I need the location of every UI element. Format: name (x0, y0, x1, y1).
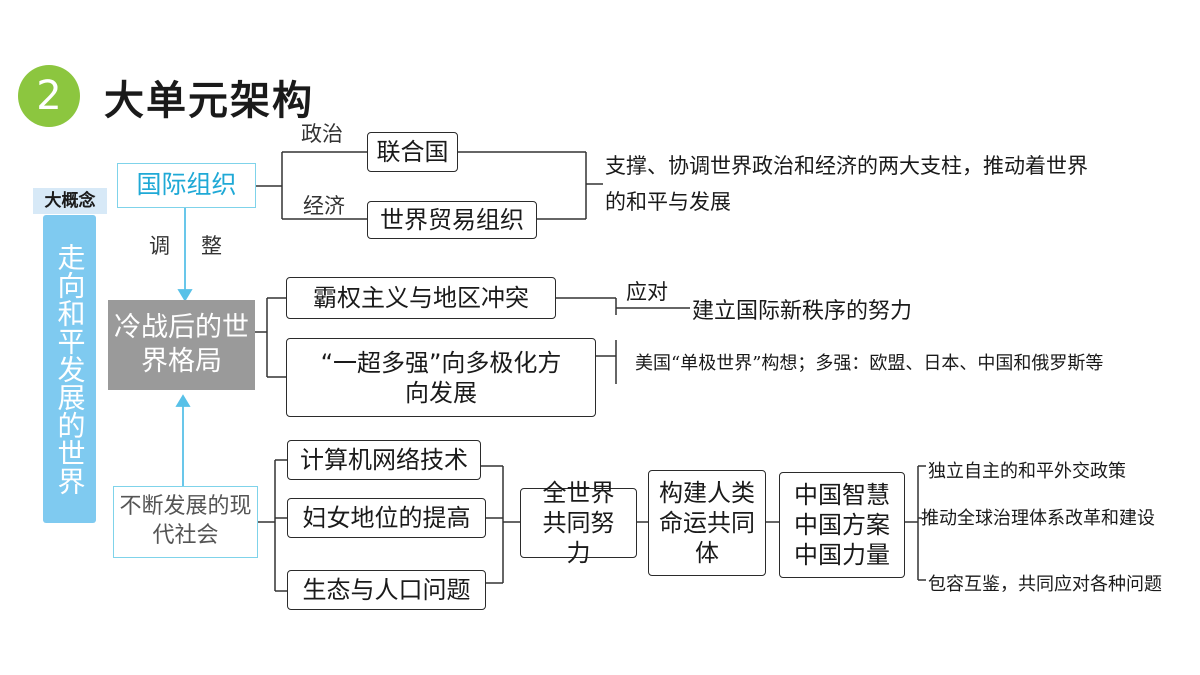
china-note-2: 推动全球治理体系改革和建设 (921, 508, 1155, 529)
response-label: 应对 (626, 280, 668, 304)
community-box: 构建人类命运共同体 (648, 470, 766, 576)
joint-effort-box: 全世界共同努力 (520, 479, 637, 567)
china-box: 中国智慧 中国方案 中国力量 (779, 472, 905, 578)
concept-body: 走向和平发展的世界 (43, 215, 96, 523)
concept-heading: 大概念 (33, 188, 107, 214)
modern-society-box: 不断发展的现代社会 (113, 486, 258, 558)
un-box: 联合国 (367, 132, 458, 172)
china-note-3: 包容互鉴，共同应对各种问题 (928, 574, 1162, 595)
page-title: 大单元架构 (104, 78, 314, 124)
post-cold-war-box: 冷战后的世界格局 (108, 300, 255, 390)
economy-label: 经济 (303, 194, 345, 218)
society-item-women: 妇女地位的提高 (287, 498, 486, 538)
china-strength: 中国力量 (794, 541, 890, 569)
intl-org-box: 国际组织 (117, 163, 256, 208)
adjust-label-2: 整 (201, 234, 222, 258)
adjust-label-1: 调 (149, 234, 170, 258)
politics-label: 政治 (301, 122, 343, 146)
society-item-network: 计算机网络技术 (287, 440, 481, 480)
hegemony-box: 霸权主义与地区冲突 (286, 277, 556, 319)
china-wisdom: 中国智慧 (794, 481, 890, 509)
china-plan: 中国方案 (794, 511, 890, 539)
wto-box: 世界贸易组织 (367, 201, 537, 239)
society-item-ecology: 生态与人口问题 (287, 570, 486, 610)
section-number-badge: 2 (18, 65, 80, 127)
new-order-note: 建立国际新秩序的努力 (692, 299, 913, 324)
multipolar-note: 美国“单极世界”构想；多强：欧盟、日本、中国和俄罗斯等 (635, 353, 1104, 374)
intl-org-note: 支撑、协调世界政治和经济的两大支柱，推动着世界的和平与发展 (605, 154, 1088, 214)
multipolar-box: “一超多强”向多极化方向发展 (286, 338, 596, 417)
china-note-1: 独立自主的和平外交政策 (928, 461, 1126, 482)
